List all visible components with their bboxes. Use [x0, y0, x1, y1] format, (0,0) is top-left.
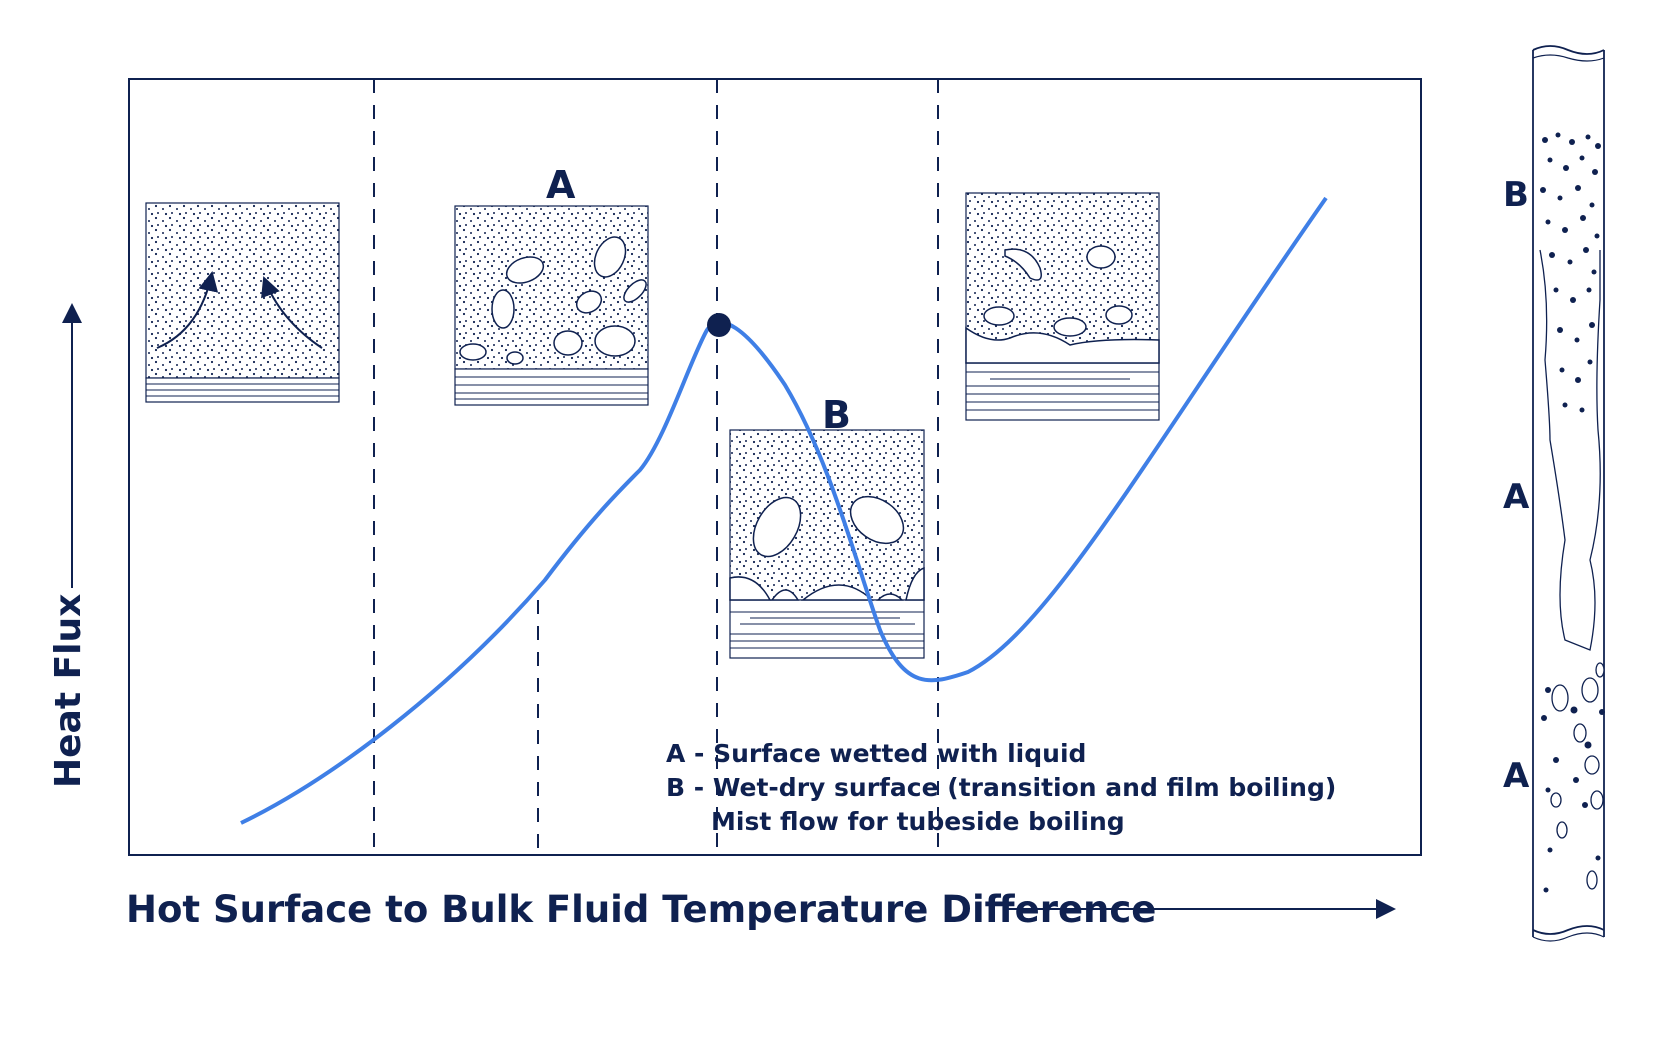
legend-b-continued: Mist flow for tubeside boiling: [711, 807, 1125, 836]
panel-label-a: A: [546, 163, 576, 207]
panel-natural-convection: [145, 202, 340, 403]
legend-a: A - Surface wetted with liquid: [666, 739, 1087, 768]
tube-label-a-bottom: A: [1503, 756, 1530, 796]
legend-b: B - Wet-dry surface (transition and film…: [666, 773, 1337, 802]
regime-dividers: [373, 79, 939, 855]
boiling-curve: [240, 196, 1328, 825]
y-axis-label: Heat Flux: [48, 593, 89, 788]
tube-label-b: B: [1503, 175, 1529, 215]
convection-arrow-right: [261, 276, 323, 349]
panel-film-boiling: [965, 192, 1160, 421]
peak-heat-flux-marker: [707, 313, 731, 337]
tube-label-a-middle: A: [1503, 477, 1530, 517]
convection-arrow-left: [156, 271, 219, 349]
panel-nucleate-boiling: [454, 205, 649, 406]
boiling-tube: [1532, 45, 1605, 942]
x-axis-label: Hot Surface to Bulk Fluid Temperature Di…: [126, 888, 1157, 931]
panel-transition-boiling: [729, 429, 925, 659]
panel-label-b: B: [822, 393, 851, 437]
plot-frame: [128, 78, 1422, 856]
